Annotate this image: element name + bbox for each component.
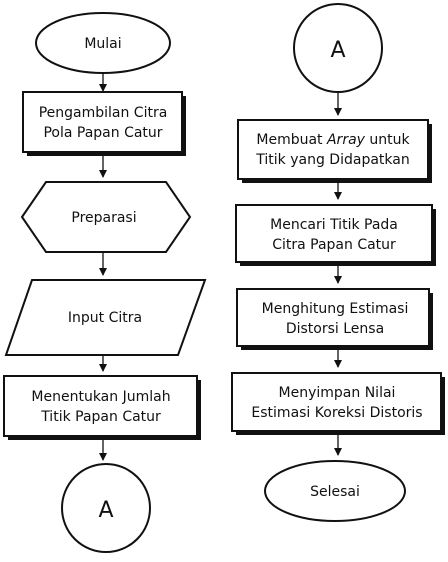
array-label-pre: Membuat [256,132,327,148]
start-terminal: Mulai [35,12,171,74]
determine-label-line1: Menentukan Jumlah [31,389,170,405]
array-label-line2: Titik yang Didapatkan [255,152,409,168]
preparation-label: Preparasi [71,210,136,226]
connector-a-out: A [61,463,151,553]
process-capture-image: Pengambilan Citra Pola Papan Catur [22,91,186,156]
estimate-label-line1: Menghitung Estimasi [262,301,409,317]
array-label-em: Array [326,132,366,148]
end-terminal: Selesai [264,460,406,522]
end-label: Selesai [310,484,360,500]
process-determine-points: Menentukan Jumlah Titik Papan Catur [3,375,201,440]
find-label-line2: Citra Papan Catur [272,237,396,253]
save-label-line2: Estimasi Koreksi Distoris [251,405,422,421]
input-label: Input Citra [68,310,142,326]
array-label-line1: Membuat Array untuk [256,132,410,148]
capture-label-line1: Pengambilan Citra [39,105,168,121]
save-label-line1: Menyimpan Nilai [279,385,396,401]
process-save-estimate: Menyimpan Nilai Estimasi Koreksi Distori… [231,372,445,435]
process-estimate-distortion: Menghitung Estimasi Distorsi Lensa [236,288,433,350]
connector-a-in-label: A [330,38,345,63]
determine-label-line2: Titik Papan Catur [40,409,161,425]
process-create-array: Membuat Array untuk Titik yang Didapatka… [237,119,432,183]
input-parallelogram: Input Citra [4,279,207,356]
preparation-hexagon: Preparasi [20,181,192,253]
start-label: Mulai [84,36,121,52]
connector-a-out-label: A [98,498,113,523]
process-find-points: Mencari Titik Pada Citra Papan Catur [235,204,436,266]
capture-label-line2: Pola Papan Catur [43,125,162,141]
find-label-line1: Mencari Titik Pada [270,217,398,233]
connector-a-in: A [293,3,383,93]
array-label-post: untuk [365,132,411,148]
estimate-label-line2: Distorsi Lensa [286,321,384,337]
